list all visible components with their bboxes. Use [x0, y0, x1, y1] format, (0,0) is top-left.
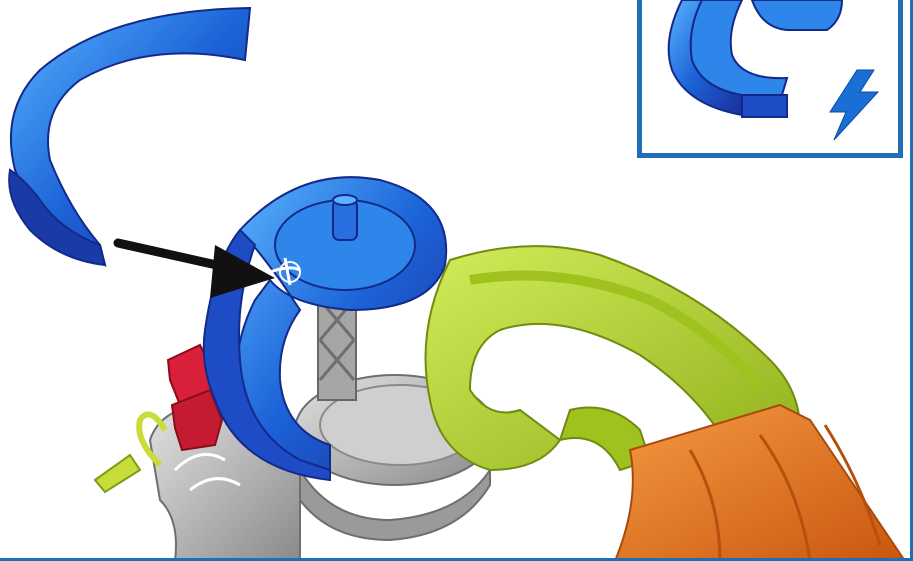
- inset-curve-track: [669, 0, 842, 117]
- lightning-bolt-icon: [830, 70, 878, 140]
- loose-curve-track: [9, 8, 250, 265]
- inset-scene: [642, 0, 898, 158]
- detail-inset: [637, 0, 903, 158]
- orange-launcher: [615, 405, 905, 561]
